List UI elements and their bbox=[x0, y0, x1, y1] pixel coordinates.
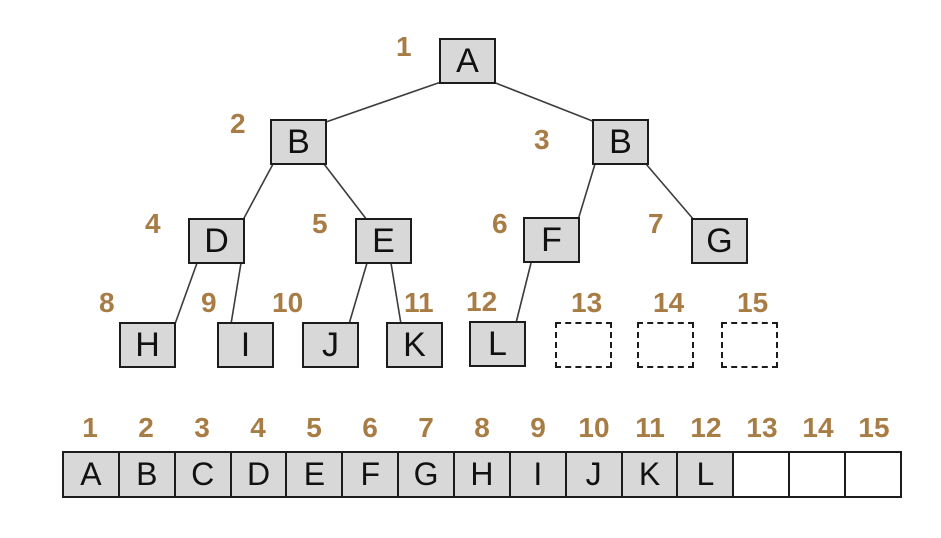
tree-node-7: G bbox=[691, 218, 748, 264]
tree-index-10: 10 bbox=[272, 287, 304, 318]
array-index-13: 13 bbox=[746, 412, 778, 443]
tree-index-14: 14 bbox=[653, 287, 685, 318]
tree-index-9: 9 bbox=[201, 287, 217, 318]
array-index-5: 5 bbox=[306, 412, 322, 443]
tree-node-11: K bbox=[386, 322, 443, 368]
array-cell-4: D bbox=[229, 453, 286, 496]
array-index-6: 6 bbox=[362, 412, 378, 443]
tree-node-2: B bbox=[270, 119, 327, 165]
tree-index-11: 11 bbox=[404, 287, 434, 318]
array-cell-11: K bbox=[620, 453, 677, 496]
tree-node-12: L bbox=[469, 321, 526, 367]
tree-node-4: D bbox=[188, 218, 245, 264]
array-index-row: 1 2 3 4 5 6 7 8 9 10 11 12 13 14 15 bbox=[62, 414, 902, 442]
array-index-3: 3 bbox=[194, 412, 210, 443]
tree-edge bbox=[390, 262, 402, 325]
tree-edge bbox=[230, 262, 242, 325]
tree-edge bbox=[242, 163, 274, 221]
array-cell-5: E bbox=[285, 453, 342, 496]
array-index-14: 14 bbox=[802, 412, 834, 443]
tree-index-12: 12 bbox=[466, 286, 498, 317]
array-index-8: 8 bbox=[474, 412, 490, 443]
tree-index-15: 15 bbox=[737, 287, 769, 318]
array-index-4: 4 bbox=[250, 412, 266, 443]
array-index-12: 12 bbox=[690, 412, 722, 443]
tree-node-9: I bbox=[217, 322, 274, 368]
tree-index-2: 2 bbox=[230, 108, 246, 139]
tree-edge bbox=[515, 262, 532, 324]
array-index-2: 2 bbox=[138, 412, 154, 443]
array-cell-1: A bbox=[64, 453, 118, 496]
tree-edge bbox=[348, 262, 368, 325]
tree-node-13-empty bbox=[555, 322, 612, 368]
tree-node-15-empty bbox=[721, 322, 778, 368]
array-cell-14-empty bbox=[788, 453, 845, 496]
tree-node-1: A bbox=[439, 38, 496, 84]
array-cell-9: I bbox=[508, 453, 565, 496]
tree-index-6: 6 bbox=[492, 208, 508, 239]
tree-edge bbox=[645, 163, 695, 221]
tree-node-14-empty bbox=[637, 322, 694, 368]
array-cell-8: H bbox=[453, 453, 509, 496]
array-index-9: 9 bbox=[530, 412, 546, 443]
tree-index-5: 5 bbox=[312, 208, 328, 239]
array-index-7: 7 bbox=[418, 412, 434, 443]
tree-node-3: B bbox=[592, 119, 649, 165]
tree-index-1: 1 bbox=[396, 31, 412, 62]
array-cell-7: G bbox=[397, 453, 454, 496]
tree-index-8: 8 bbox=[99, 287, 115, 318]
array-cell-12: L bbox=[676, 453, 733, 496]
tree-node-10: J bbox=[302, 322, 359, 368]
tree-index-3: 3 bbox=[534, 124, 550, 155]
array-cell-13-empty bbox=[732, 453, 789, 496]
array-cell-6: F bbox=[341, 453, 398, 496]
array-cell-3: C bbox=[173, 453, 230, 496]
tree-node-6: F bbox=[523, 217, 580, 263]
array-representation: A B C D E F G H I J K L bbox=[62, 451, 902, 498]
tree-index-7: 7 bbox=[648, 208, 664, 239]
tree-index-13: 13 bbox=[571, 287, 603, 318]
array-cell-2: B bbox=[117, 453, 174, 496]
tree-node-8: H bbox=[119, 322, 176, 368]
tree-edge bbox=[323, 163, 368, 221]
tree-edge bbox=[492, 81, 596, 123]
tree-node-5: E bbox=[355, 218, 412, 264]
array-cell-10: J bbox=[564, 453, 621, 496]
array-index-1: 1 bbox=[82, 412, 98, 443]
tree-edge bbox=[174, 262, 198, 325]
array-index-10: 10 bbox=[578, 412, 610, 443]
array-cell-15-empty bbox=[844, 453, 900, 496]
array-index-15: 15 bbox=[858, 412, 890, 443]
array-index-11: 11 bbox=[635, 412, 665, 443]
tree-edge bbox=[577, 163, 596, 221]
tree-index-4: 4 bbox=[145, 208, 161, 239]
tree-edge bbox=[325, 81, 442, 123]
